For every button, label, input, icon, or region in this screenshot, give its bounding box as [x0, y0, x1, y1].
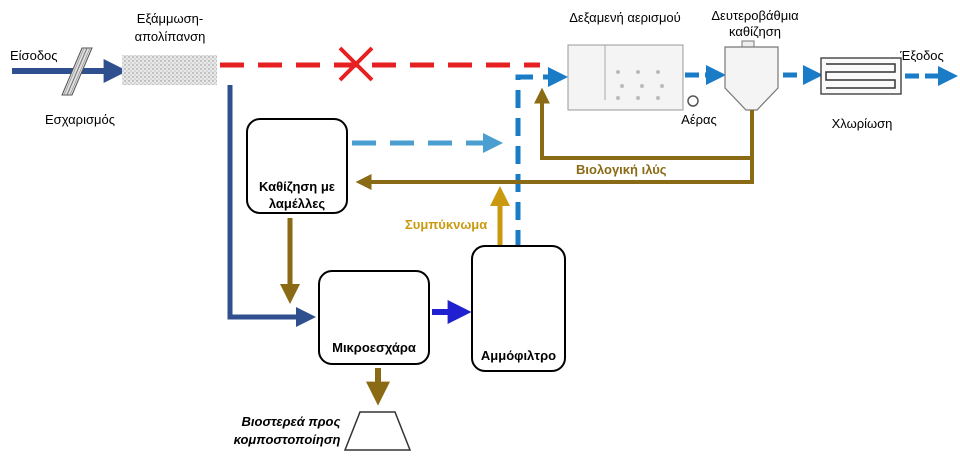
aeration-tank-label: Δεξαμενή αερισμού	[569, 10, 681, 25]
microscreen-box: Μικροεσχάρα	[318, 270, 430, 365]
chlorination-icon	[820, 57, 902, 95]
biosolids-pile-icon	[343, 411, 412, 451]
secondary-settling-icon	[724, 40, 779, 111]
aeration-tank-icon	[567, 44, 684, 111]
sand-filter-label: Αμμόφιλτρο	[480, 348, 557, 363]
degritting-label: Εξάμμωση- απολίπανση	[134, 11, 206, 44]
filter-effluent-line	[515, 67, 568, 248]
chlorination-label: Χλωρίωση	[831, 116, 893, 131]
sand-filter-box: Αμμόφιλτρο	[471, 245, 566, 372]
lamella-settling-label: Καθίζηση με λαμέλλες	[259, 179, 335, 211]
main-flow-to-microscreen	[227, 85, 316, 327]
inlet-label: Είσοδος	[10, 48, 58, 63]
air-label: Αέρας	[681, 112, 717, 127]
biosolids-label: Βιοστερεά προς κομποστοποίηση	[233, 414, 341, 447]
sludge-return-line	[534, 87, 754, 160]
degritting-unit-icon	[122, 55, 217, 85]
blocked-x-icon	[338, 46, 374, 82]
concentrate-label: Συμπύκνωμα	[405, 217, 488, 232]
screening-label: Εσχαρισμός	[45, 112, 115, 127]
bar-screen-icon	[61, 47, 93, 96]
biological-sludge-label: Βιολογική ιλύς	[576, 162, 667, 177]
outlet-label: Έξοδος	[900, 48, 944, 63]
lamella-settling-box: Καθίζηση με λαμέλλες	[246, 118, 348, 214]
air-blower-icon	[687, 95, 699, 107]
microscreen-label: Μικροεσχάρα	[332, 340, 416, 355]
sludge-to-lamella-line	[355, 158, 754, 190]
secondary-settling-label: Δευτεροβάθμια καθίζηση	[711, 8, 799, 39]
